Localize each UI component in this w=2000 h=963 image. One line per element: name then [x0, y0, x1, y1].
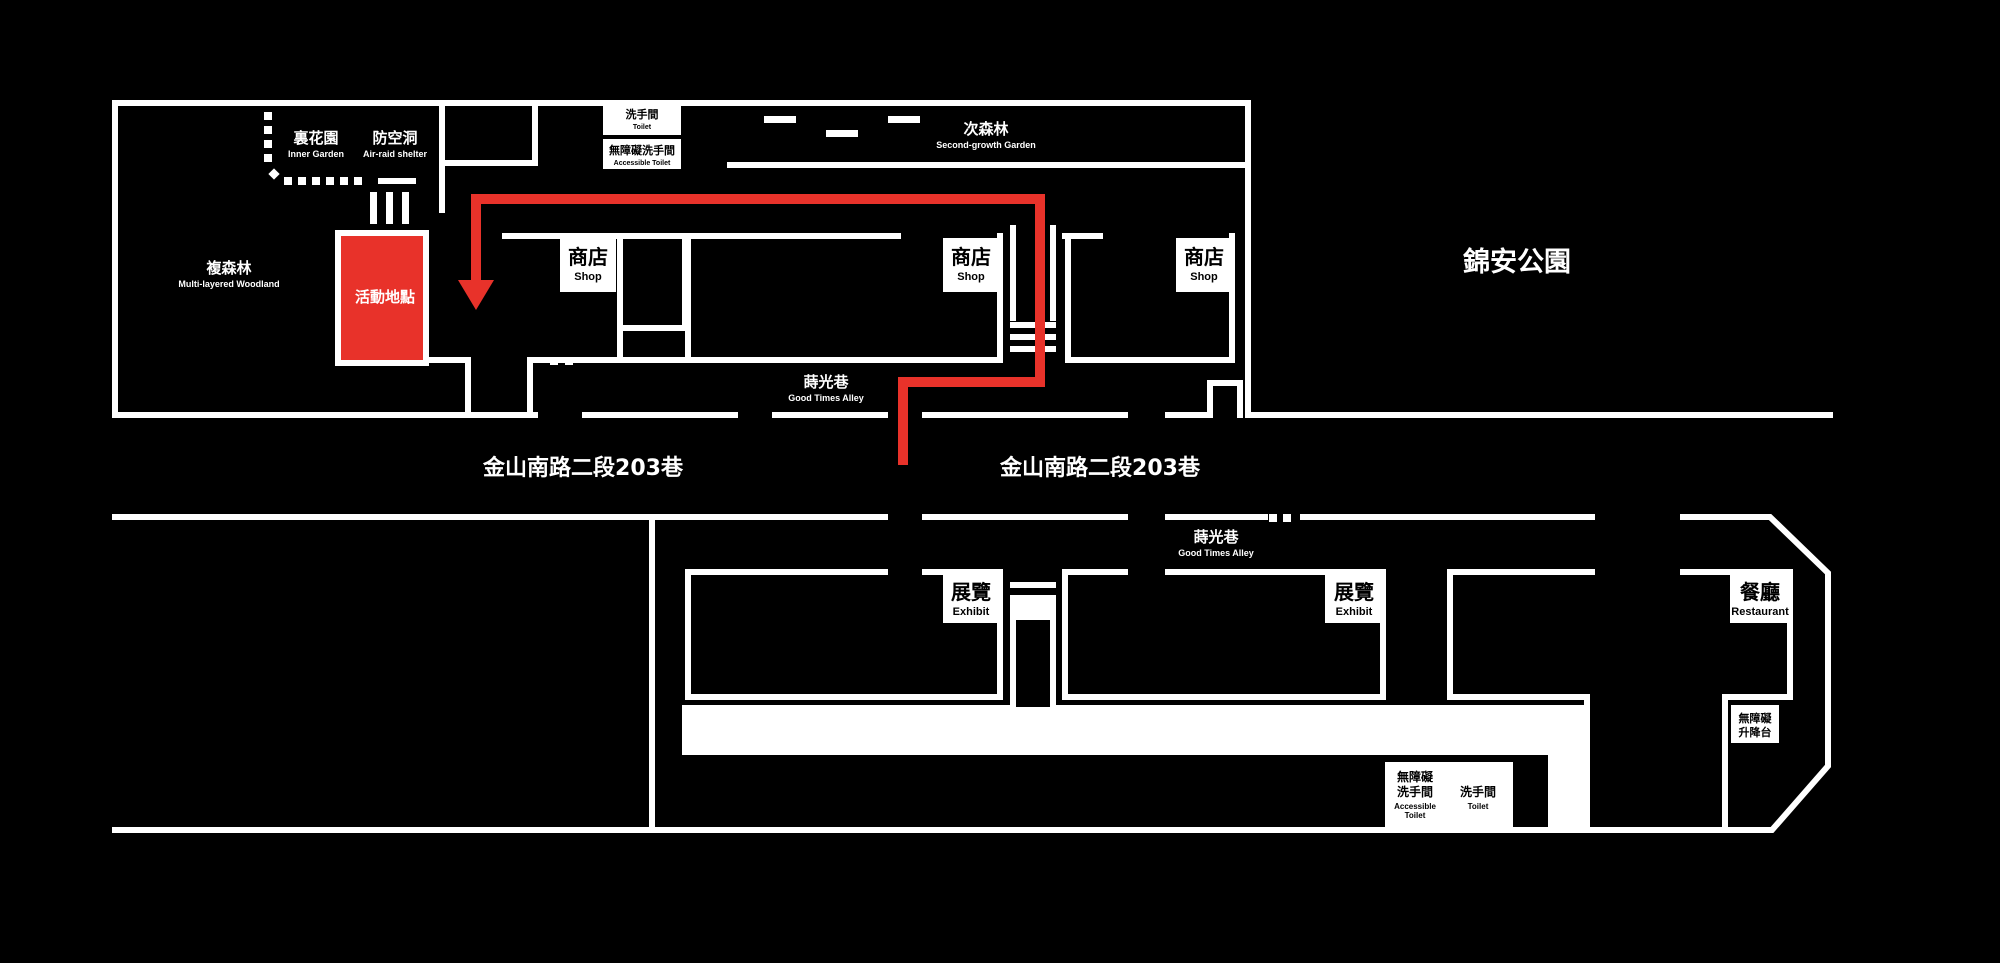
accessible-top-en: Accessible Toilet	[614, 160, 671, 167]
route-arrowhead	[458, 280, 494, 310]
woodland-zh: 複森林	[205, 259, 252, 277]
restaurant-box: 餐廳 Restaurant	[1730, 575, 1790, 623]
exhibit-box-2: 展覽 Exhibit	[1325, 575, 1383, 623]
alley-bottom-en: Good Times Alley	[1178, 548, 1254, 558]
top-block-walls	[112, 100, 1833, 418]
toilet-top-en: Toilet	[633, 124, 652, 131]
exhibit-box-1: 展覽 Exhibit	[943, 575, 1000, 623]
shop-3-en: Shop	[1190, 271, 1218, 283]
stairs-bottom	[1010, 514, 1291, 616]
exhibit-1-zh: 展覽	[951, 580, 991, 604]
exhibit-1-en: Exhibit	[953, 606, 990, 618]
inner-garden-en: Inner Garden	[288, 149, 344, 159]
toilet-box-top: 洗手間 Toilet	[603, 103, 681, 135]
street-name-right: 金山南路二段203巷	[999, 455, 1201, 481]
accessible-bottom-zh-2: 洗手間	[1397, 784, 1433, 799]
air-raid-en: Air-raid shelter	[363, 149, 428, 159]
alley-top-en: Good Times Alley	[788, 393, 864, 403]
inner-garden-zh: 裏花園	[292, 129, 338, 147]
street-name-left: 金山南路二段203巷	[482, 455, 684, 481]
accessible-top-zh: 無障礙洗手間	[609, 143, 675, 157]
shop-2-zh: 商店	[951, 245, 991, 269]
shop-3-zh: 商店	[1184, 245, 1224, 269]
lift-zh-1: 無障礙	[1739, 711, 1773, 725]
lift-zh-2: 升降台	[1739, 725, 1772, 739]
restaurant-en: Restaurant	[1731, 606, 1789, 618]
air-raid-zh: 防空洞	[372, 129, 417, 147]
inner-garden-dotted-border	[264, 112, 362, 185]
shop-2-en: Shop	[957, 271, 985, 283]
second-growth-en: Second-growth Garden	[936, 140, 1036, 150]
toilet-top-zh: 洗手間	[626, 107, 659, 121]
woodland-en: Multi-layered Woodland	[178, 279, 279, 289]
accessible-toilet-box-top: 無障礙洗手間 Accessible Toilet	[603, 139, 681, 169]
restaurant-zh: 餐廳	[1740, 580, 1780, 604]
accessible-bottom-en-2: Toilet	[1405, 811, 1426, 820]
alley-bottom-zh: 蒔光巷	[1193, 528, 1239, 546]
lift-box: 無障礙 升降台	[1731, 705, 1779, 743]
shop-box-1: 商店 Shop	[560, 238, 616, 292]
exhibit-2-zh: 展覽	[1334, 580, 1374, 604]
event-label: 活動地點	[355, 288, 415, 306]
red-route-arrow	[471, 194, 1045, 465]
shop-box-2: 商店 Shop	[943, 238, 999, 292]
accessible-bottom-en-1: Accessible	[1394, 802, 1436, 811]
event-location-box	[335, 230, 429, 366]
second-growth-zh: 次森林	[963, 120, 1009, 138]
toilet-bottom-zh: 洗手間	[1460, 784, 1496, 799]
shop-box-3: 商店 Shop	[1176, 238, 1232, 292]
alley-top-zh: 蒔光巷	[803, 373, 849, 391]
bottom-block-walls	[112, 514, 1831, 833]
accessible-bottom-zh-1: 無障礙	[1397, 769, 1434, 784]
toilet-box-bottom: 無障礙 洗手間 Accessible Toilet 洗手間 Toilet	[1385, 762, 1513, 832]
toilet-bottom-en: Toilet	[1468, 802, 1489, 811]
park-label: 錦安公園	[1463, 246, 1571, 278]
exhibit-2-en: Exhibit	[1336, 606, 1373, 618]
shop-1-zh: 商店	[568, 245, 608, 269]
shop-1-en: Shop	[574, 271, 602, 283]
